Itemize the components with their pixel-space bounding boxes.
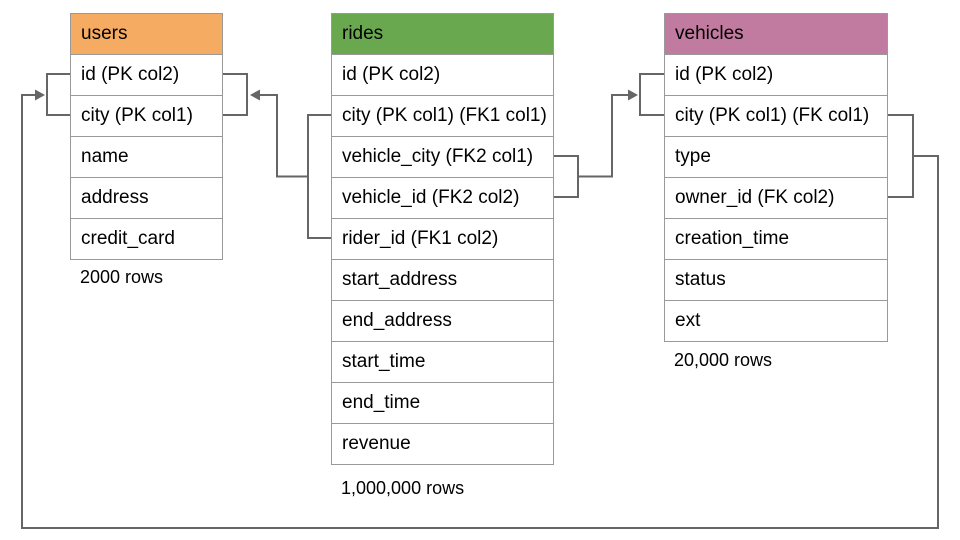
table-row: id (PK col2) (71, 54, 222, 95)
table-users-header: users (71, 14, 222, 54)
table-vehicles-rowcount: 20,000 rows (674, 350, 773, 370)
users-right-bracket (222, 73, 248, 116)
table-row: credit_card (71, 218, 222, 259)
table-row: end_time (332, 382, 553, 423)
fk2-rides-to-vehicles-line (578, 94, 629, 178)
table-users-rowcount: 2000 rows (80, 267, 164, 287)
table-row: id (PK col2) (665, 54, 887, 95)
rides-right-bracket (553, 155, 579, 198)
table-rides-header: rides (332, 14, 553, 54)
table-row: city (PK col1) (FK1 col1) (332, 95, 553, 136)
arrow-into-users-right-icon (250, 89, 260, 101)
table-row: status (665, 259, 887, 300)
users-left-bracket (46, 73, 70, 116)
table-users: users id (PK col2) city (PK col1) name a… (70, 13, 223, 260)
arrow-into-users-left-icon (35, 89, 45, 101)
table-row: vehicle_city (FK2 col1) (332, 136, 553, 177)
table-row: revenue (332, 423, 553, 464)
table-vehicles-header: vehicles (665, 14, 887, 54)
rides-left-bracket (307, 114, 331, 239)
vehicles-right-bracket (888, 114, 914, 198)
table-vehicles: vehicles id (PK col2) city (PK col1) (FK… (664, 13, 888, 342)
table-row: start_time (332, 341, 553, 382)
arrow-into-vehicles-left-icon (628, 89, 638, 101)
vehicles-left-bracket (639, 73, 664, 116)
table-row: rider_id (FK1 col2) (332, 218, 553, 259)
table-rides-rowcount: 1,000,000 rows (341, 478, 465, 498)
table-row: city (PK col1) (FK col1) (665, 95, 887, 136)
table-row: address (71, 177, 222, 218)
table-row: vehicle_id (FK2 col2) (332, 177, 553, 218)
table-row: ext (665, 300, 887, 341)
fk1-rides-to-users-line (259, 94, 308, 178)
table-row: end_address (332, 300, 553, 341)
table-row: city (PK col1) (71, 95, 222, 136)
table-row: creation_time (665, 218, 887, 259)
table-row: type (665, 136, 887, 177)
table-row: owner_id (FK col2) (665, 177, 887, 218)
table-row: name (71, 136, 222, 177)
table-rides: rides id (PK col2) city (PK col1) (FK1 c… (331, 13, 554, 465)
table-row: id (PK col2) (332, 54, 553, 95)
table-row: start_address (332, 259, 553, 300)
